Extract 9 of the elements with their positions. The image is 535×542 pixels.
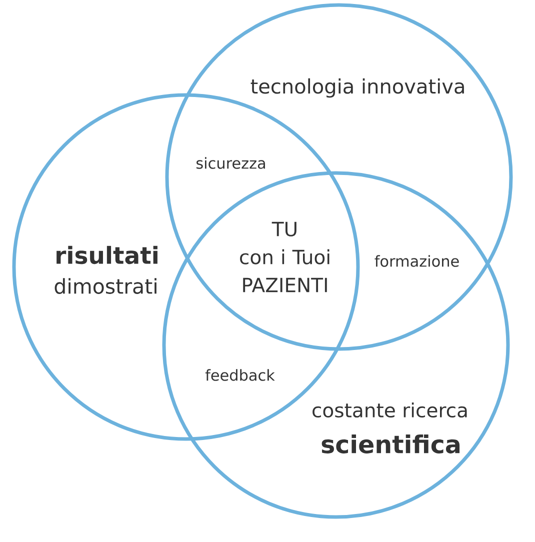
set-subtitle: dimostrati (54, 278, 156, 294)
overlap-label: sicurezza (196, 157, 265, 169)
overlap-label: formazione (374, 255, 459, 267)
set-title: risultati (56, 246, 158, 264)
overlap-label: feedback (205, 369, 275, 381)
set-title: tecnologia innovativa (250, 78, 464, 98)
set-title: scientifica (322, 434, 460, 454)
center-label: TU con i Tuoi PAZIENTI (240, 222, 330, 292)
set-subtitle: costante ricerca (312, 402, 467, 418)
